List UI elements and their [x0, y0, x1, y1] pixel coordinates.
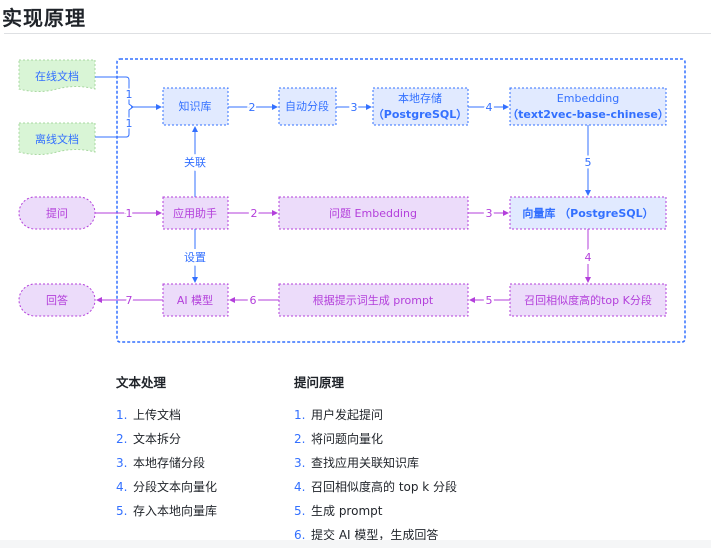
local-storage-node: 本地存储 （PostgreSQL）	[372, 87, 469, 126]
embedding-node: Embedding （text2vec-base-chinese）	[507, 87, 669, 126]
generate-prompt-label: 根据提示词生成 prompt	[313, 293, 434, 307]
list-item: 3.本地存储分段	[116, 456, 206, 470]
local-storage-label-1: 本地存储	[398, 91, 442, 105]
edge-label-q4: 4	[585, 251, 592, 264]
recall-topk-label: 召回相似度高的top K分段	[524, 293, 652, 307]
system-container	[116, 58, 686, 343]
app-assistant-node: 应用助手	[162, 196, 229, 230]
local-storage-label-2: （PostgreSQL）	[373, 108, 467, 121]
edge-label-3: 3	[351, 101, 358, 114]
recall-topk-node: 召回相似度高的top K分段	[509, 283, 667, 317]
edge-label-2: 2	[249, 101, 256, 114]
edge-label-relate: 关联	[184, 155, 206, 169]
edge-label-online: 1	[126, 88, 133, 101]
text-processing-section: 文本处理 1.上传文档 2.文本拆分 3.本地存储分段 4.分段文本向量化 5.…	[116, 372, 217, 523]
ai-model-label: AI 模型	[177, 293, 213, 307]
edge-label-setup: 设置	[184, 251, 206, 264]
offline-docs-label: 离线文档	[35, 132, 79, 146]
list-item: 5.生成 prompt	[294, 504, 383, 518]
answer-node: 回答	[18, 283, 96, 317]
question-principle-section: 提问原理 1.用户发起提问 2.将问题向量化 3.查找应用关联知识库 4.召回相…	[294, 372, 457, 547]
list-item: 3.查找应用关联知识库	[294, 456, 420, 470]
edge-label-5: 5	[585, 156, 592, 169]
auto-segment-label: 自动分段	[285, 99, 329, 113]
text-processing-list: 1.上传文档 2.文本拆分 3.本地存储分段 4.分段文本向量化 5.存入本地向…	[116, 403, 217, 523]
list-item: 2.文本拆分	[116, 432, 182, 446]
vector-db-node: 向量库 （PostgreSQL）	[509, 196, 667, 230]
page-title: 实现原理	[2, 6, 86, 30]
question-embedding-label: 问题 Embedding	[329, 207, 417, 220]
question-node: 提问	[18, 196, 96, 230]
edge-label-q2: 2	[251, 207, 258, 220]
online-docs-node: 在线文档	[18, 59, 96, 92]
title-divider	[4, 33, 711, 34]
edge-label-offline: 1	[126, 117, 133, 130]
list-item: 4.召回相似度高的 top k 分段	[294, 480, 458, 494]
answer-label: 回答	[46, 293, 68, 307]
edge-label-q5: 5	[486, 294, 493, 307]
list-item: 5.存入本地向量库	[116, 504, 218, 518]
list-item: 6.提交 AI 模型，生成回答	[294, 528, 439, 542]
knowledge-base-label: 知识库	[179, 99, 212, 113]
architecture-diagram: 在线文档 离线文档 1 1 知识库 自动分段 本地存储 （PostgreSQL）…	[18, 58, 686, 343]
bottom-bar	[0, 540, 711, 548]
edge-label-q1: 1	[126, 207, 133, 220]
edge-label-q3: 3	[486, 207, 493, 220]
docs-to-kb-connector	[95, 76, 162, 138]
embedding-label-1: Embedding	[557, 92, 619, 105]
list-item: 1.用户发起提问	[294, 408, 384, 422]
ai-model-node: AI 模型	[162, 283, 229, 317]
list-item: 1.上传文档	[116, 408, 182, 422]
question-principle-list: 1.用户发起提问 2.将问题向量化 3.查找应用关联知识库 4.召回相似度高的 …	[294, 403, 457, 547]
question-embedding-node: 问题 Embedding	[278, 196, 469, 230]
embedding-label-2: （text2vec-base-chinese）	[507, 108, 669, 121]
vector-db-label: 向量库 （PostgreSQL）	[522, 206, 653, 220]
edge-label-4: 4	[486, 101, 493, 114]
online-docs-label: 在线文档	[35, 69, 79, 83]
auto-segment-node: 自动分段	[278, 87, 337, 126]
offline-docs-node: 离线文档	[18, 122, 96, 155]
edge-label-q7: 7	[126, 294, 133, 307]
text-processing-heading: 文本处理	[116, 375, 167, 390]
knowledge-base-node: 知识库	[162, 87, 229, 126]
question-label: 提问	[46, 207, 68, 220]
app-assistant-label: 应用助手	[173, 206, 217, 220]
edge-label-q6: 6	[250, 294, 257, 307]
list-item: 4.分段文本向量化	[116, 480, 218, 494]
list-item: 2.将问题向量化	[294, 432, 384, 446]
question-principle-heading: 提问原理	[294, 375, 345, 390]
generate-prompt-node: 根据提示词生成 prompt	[278, 283, 469, 317]
